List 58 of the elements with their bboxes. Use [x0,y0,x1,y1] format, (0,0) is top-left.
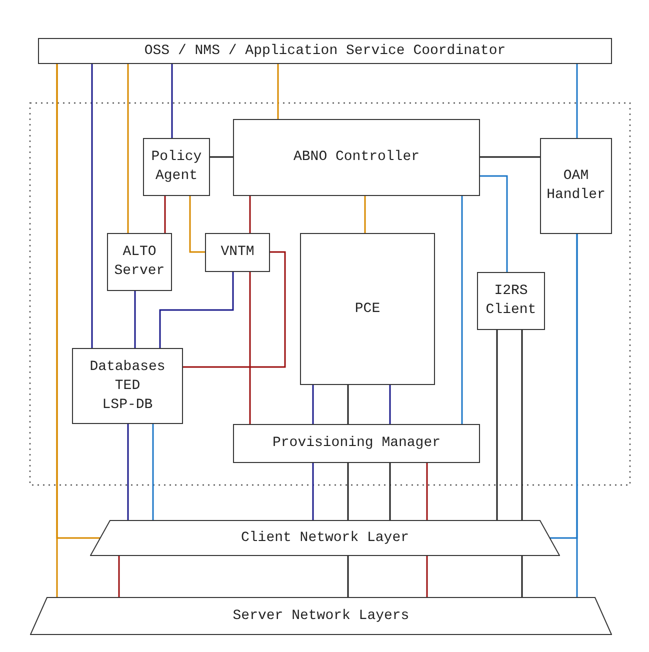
connector-line [389,385,391,424]
box-label: Provisioning Manager [272,434,441,453]
connector-line [496,330,498,520]
box-label: ABNO Controller [293,148,420,167]
connector-line [183,251,286,368]
box-label: LSP-DB [102,396,153,414]
connector-line [347,463,349,520]
connector-line [56,64,58,597]
connector-line [189,196,205,253]
connector-line [127,64,129,233]
box-label: I2RS Client [484,282,538,320]
connector-line [159,272,234,348]
connector-line [312,385,314,424]
component-box [477,272,545,330]
box-label: Policy Agent [150,148,203,186]
component-box [72,348,183,424]
connector-line [134,291,136,348]
connector-line [210,156,233,158]
connector-line [152,424,154,520]
connector-line [347,556,349,597]
connector-line [521,556,523,597]
connector-line [249,196,251,233]
box-label: OSS / NMS / Application Service Coordinator [144,42,506,60]
component-box [143,138,210,196]
connector-line [389,463,391,520]
connector-line [364,196,366,233]
connector-line [480,156,540,158]
box-label: Server Network Layers [232,606,410,626]
connector-line [576,234,578,597]
connector-line [426,556,428,597]
component-box [233,119,480,196]
connector-line [426,463,428,520]
box-label: OAM Handler [546,167,606,205]
box-label: ALTO Server [113,243,166,281]
connector-line [576,64,578,138]
connector-line [347,385,349,424]
connector-line [521,330,523,520]
connector-line [118,556,120,597]
connector-line [312,463,314,520]
connector-line [127,424,129,520]
connector-line [461,196,463,424]
connector-line [249,272,251,424]
connector-line [480,175,508,272]
component-box [205,233,270,272]
connector-line [171,64,173,138]
component-box [38,38,612,64]
component-box [233,424,480,463]
component-box [107,233,172,291]
connector-line [277,64,279,119]
box-label: Client Network Layer [240,528,410,548]
box-label: VNTM [220,243,254,262]
box-label: PCE [354,300,380,318]
component-box [300,233,435,385]
box-label: TED [114,376,140,396]
component-box [540,138,612,234]
box-label: Databases [90,358,166,376]
connector-line [91,64,93,348]
connector-line [164,196,166,233]
